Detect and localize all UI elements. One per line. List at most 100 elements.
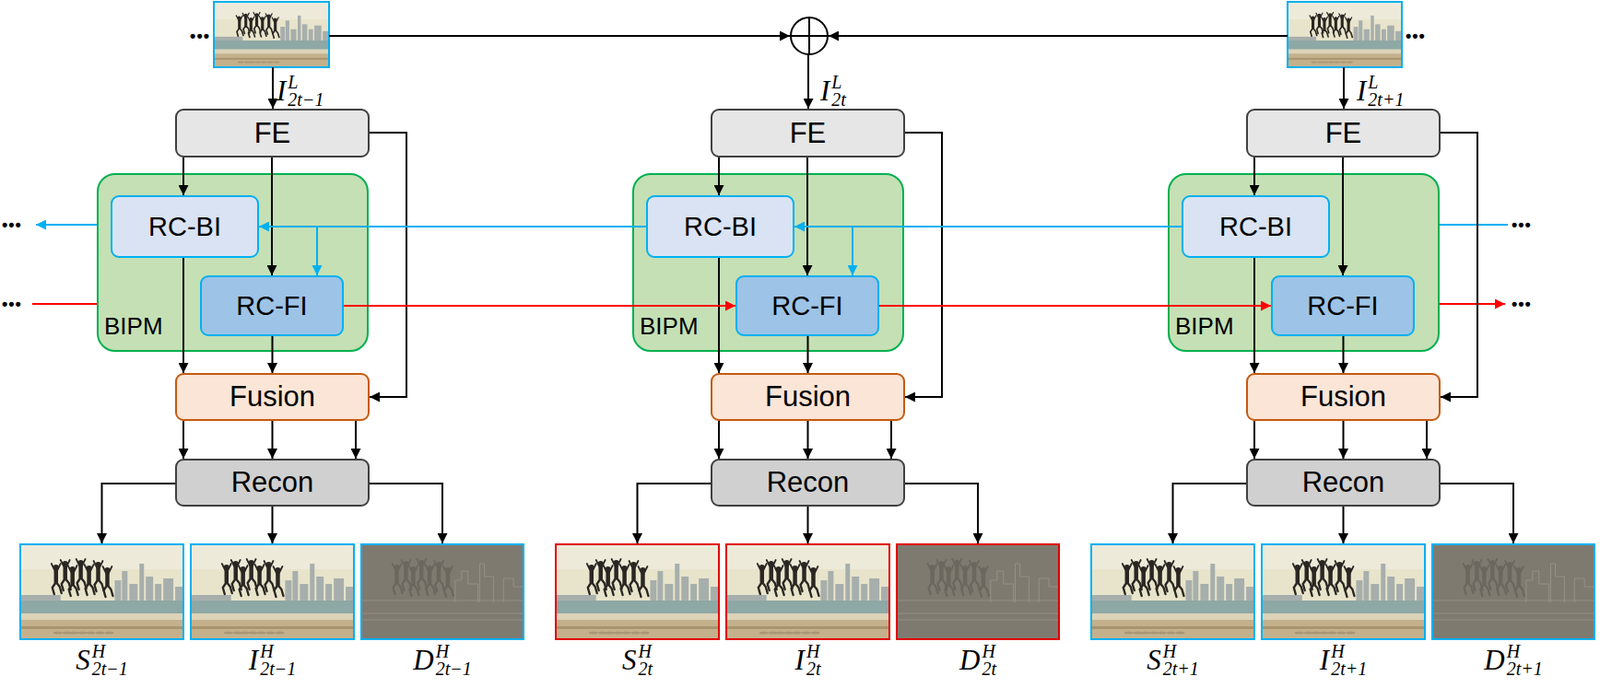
symbol-index: L	[287, 73, 324, 92]
connector-arrow	[1342, 336, 1345, 374]
input-label: IL2t−1	[276, 73, 324, 109]
symbol-indices: H2t−1	[259, 643, 296, 679]
symbol-base: S	[75, 645, 91, 677]
connector-arrow	[807, 506, 810, 544]
connector-arrow	[852, 226, 1182, 276]
connector-arrow	[806, 157, 809, 276]
symbol-index: 2t+1	[1163, 660, 1200, 679]
symbol-base: I	[248, 645, 259, 677]
symbol-index: 2t	[637, 660, 653, 679]
connector-arrow	[1440, 132, 1478, 398]
symbol-index: H	[1330, 643, 1367, 661]
symbol-base: I	[1319, 645, 1330, 677]
process-box: Fusion	[710, 373, 906, 422]
math-symbol: SH2t−1	[75, 643, 129, 679]
symbol-index: H	[1506, 643, 1543, 661]
continuation-mark: •••	[1, 294, 23, 314]
connector-arrow	[182, 421, 185, 459]
math-symbol: IH2t+1	[1319, 643, 1367, 679]
symbol-index: H	[259, 643, 296, 661]
frame-caption: SH2t+1	[1146, 643, 1200, 679]
frame-wire	[807, 54, 810, 109]
symbol-indices: H2t+1	[1163, 643, 1200, 679]
sum-circle	[790, 17, 828, 55]
connector-arrow	[1342, 506, 1345, 544]
output-image	[189, 543, 355, 641]
symbol-index: 2t	[831, 91, 847, 109]
box-label: Recon	[766, 466, 850, 500]
detail-image	[895, 543, 1060, 641]
output-frame: SH2t+1	[1090, 543, 1256, 641]
connector-arrow	[807, 336, 810, 374]
symbol-indices: H2t−1	[92, 643, 129, 679]
symbol-index: 2t−1	[92, 660, 129, 679]
input-frame-image	[1287, 1, 1402, 68]
output-image	[1090, 543, 1256, 641]
symbol-indices: H2t	[637, 643, 653, 679]
output-frame: IH2t−1	[189, 543, 355, 641]
module-band: BIPM RC-BI RC-FI	[96, 173, 369, 353]
connector-arrow	[807, 421, 810, 459]
math-symbol: IL2t+1	[1356, 73, 1404, 109]
symbol-index: 2t+1	[1506, 660, 1543, 679]
symbol-index: H	[637, 643, 653, 661]
output-frames	[19, 543, 1596, 641]
box-label: Fusion	[229, 380, 316, 414]
symbol-indices: L2t	[831, 73, 847, 109]
input-frame-border	[213, 1, 330, 68]
connector-arrow	[271, 336, 274, 374]
connector-arrow	[1173, 483, 1248, 544]
connector-arrow	[1253, 421, 1256, 459]
process-box: RC-FI	[200, 275, 344, 337]
connector-arrow	[271, 506, 274, 544]
connector-arrow	[1341, 157, 1344, 276]
symbol-base: I	[820, 75, 830, 107]
symbol-base: D	[959, 645, 980, 677]
module-label: BIPM	[104, 312, 164, 342]
symbol-index: 2t−1	[435, 660, 472, 679]
connector-arrow	[794, 225, 1182, 228]
math-symbol: DH2t−1	[412, 643, 471, 679]
frame-caption: IH2t	[795, 643, 822, 679]
process-box: FE	[710, 108, 906, 158]
symbol-base: I	[1356, 75, 1366, 107]
box-label: RC-FI	[771, 291, 843, 322]
connector-arrow	[271, 421, 274, 459]
symbol-index: H	[806, 643, 822, 661]
sum-symbol	[790, 17, 828, 55]
symbol-base: D	[1483, 645, 1505, 677]
module-band: BIPMRC-BIRC-FI	[1167, 173, 1440, 353]
connector-arrow	[182, 258, 185, 374]
connector-arrow	[905, 483, 978, 544]
symbol-base: D	[412, 645, 434, 677]
box-label: RC-BI	[1219, 211, 1293, 243]
symbol-indices: L2t−1	[287, 73, 324, 109]
connector-arrow	[717, 258, 720, 374]
frame-wire	[1342, 67, 1345, 109]
sum-cross	[790, 17, 828, 55]
box-label: FE	[254, 117, 292, 151]
detail-image	[1431, 543, 1596, 641]
process-box: RC-BI	[110, 195, 259, 259]
output-frame: SH2t	[554, 543, 720, 641]
frame-caption: IH2t−1	[248, 643, 296, 679]
frame-caption: SH2t−1	[75, 643, 129, 679]
symbol-index: 2t−1	[259, 660, 296, 679]
symbol-base: I	[276, 75, 286, 107]
symbol-index: H	[92, 643, 129, 661]
output-image	[19, 543, 185, 641]
output-image	[725, 543, 891, 641]
output-frame: IH2t	[725, 543, 891, 641]
connector-arrow	[102, 483, 177, 544]
process-box: Recon	[1246, 458, 1441, 507]
output-image	[1260, 543, 1426, 641]
process-box: FE	[1246, 108, 1441, 158]
process-box: RC-FI	[735, 275, 880, 337]
frame-wire	[271, 67, 274, 109]
connector-arrow	[717, 421, 720, 459]
output-frame: SH2t−1	[19, 543, 185, 641]
frame-caption: DH2t−1	[412, 643, 471, 679]
box-label: Recon	[231, 466, 315, 500]
